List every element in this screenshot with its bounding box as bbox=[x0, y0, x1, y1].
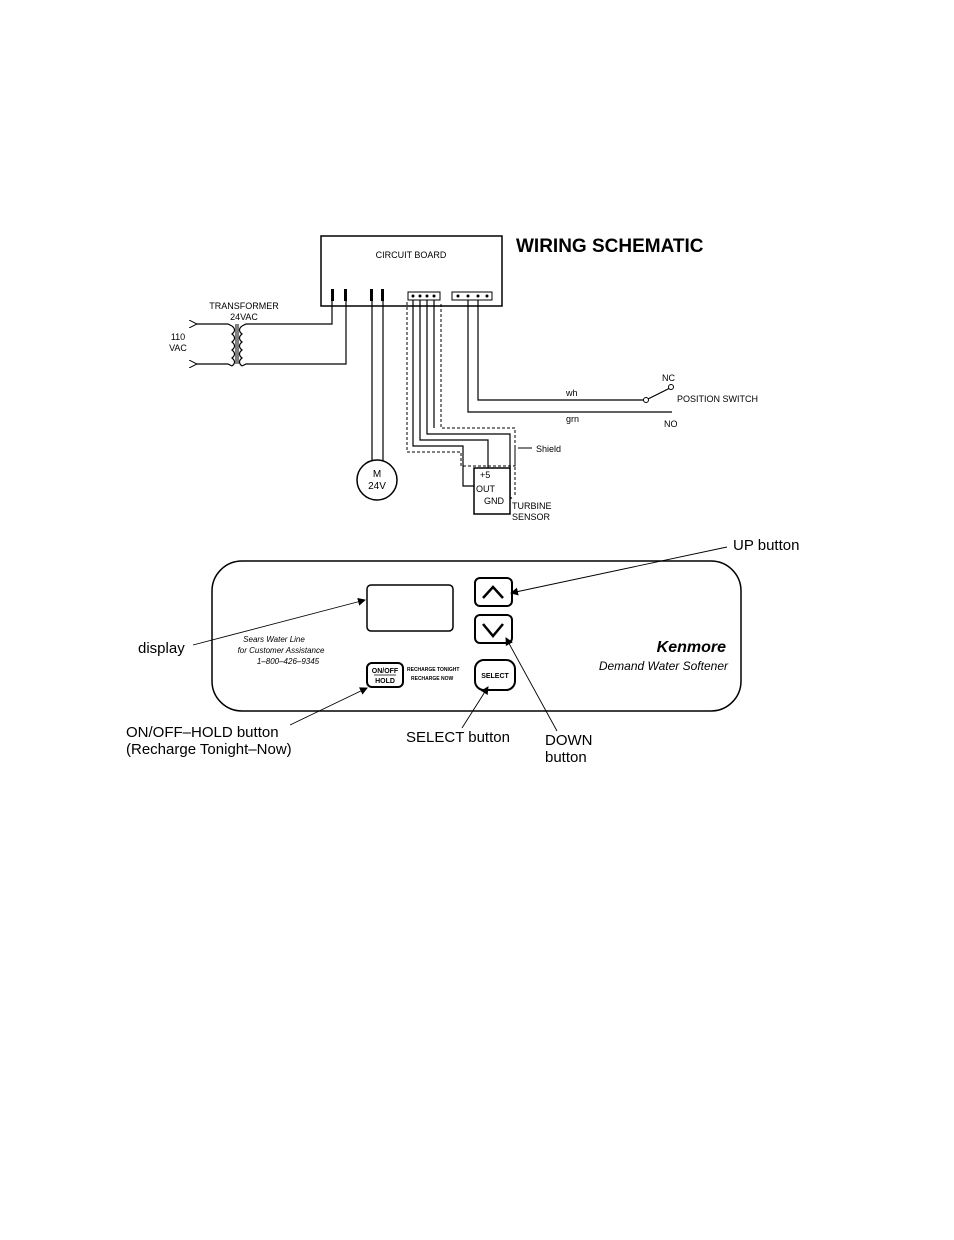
hold-text: HOLD bbox=[375, 678, 395, 685]
green-wire bbox=[467, 300, 672, 413]
motor: M 24V bbox=[356, 301, 398, 501]
sensor-plus5: +5 bbox=[480, 470, 490, 480]
motor-letter: M bbox=[373, 469, 381, 480]
brand-name: Kenmore bbox=[657, 639, 726, 656]
up-button[interactable] bbox=[474, 577, 513, 607]
transformer: TRANSFORMER 24VAC 110 VAC bbox=[169, 301, 347, 367]
chevron-up-icon bbox=[482, 585, 504, 599]
callouts: UP button display ON/OFF–HOLD button (Re… bbox=[126, 537, 799, 766]
turbine-label: TURBINE bbox=[512, 501, 552, 511]
terminal-post bbox=[344, 289, 347, 301]
switch-contact bbox=[643, 397, 649, 403]
transformer-wire bbox=[241, 301, 333, 327]
transformer-voltage-label: 24VAC bbox=[230, 312, 258, 322]
recharge-now-text: RECHARGE NOW bbox=[411, 676, 454, 682]
chevron-down-icon bbox=[482, 623, 504, 638]
primary-coil bbox=[231, 325, 236, 367]
sensor-wire bbox=[412, 300, 474, 487]
sears-line-2: for Customer Assistance bbox=[238, 646, 325, 655]
shield-label: Shield bbox=[536, 444, 561, 454]
control-panel: Sears Water Line for Customer Assistance… bbox=[211, 560, 742, 712]
green-wire-label: grn bbox=[566, 414, 579, 424]
wiring-schematic: WIRING SCHEMATIC CIRCUIT BOARD TRAN bbox=[169, 235, 758, 522]
terminal-post bbox=[331, 289, 334, 301]
ac-input-lead bbox=[196, 324, 233, 326]
on-off-hold-callout-line-1: ON/OFF–HOLD button bbox=[126, 724, 279, 741]
recharge-tonight-text: RECHARGE TONIGHT bbox=[407, 667, 459, 673]
schematic-title: WIRING SCHEMATIC bbox=[516, 236, 704, 257]
up-button-callout: UP button bbox=[733, 537, 799, 554]
transformer-label: TRANSFORMER bbox=[209, 301, 279, 311]
normally-closed-label: NC bbox=[662, 373, 675, 383]
input-voltage-unit: VAC bbox=[169, 343, 187, 353]
select-text: SELECT bbox=[481, 673, 509, 680]
sensor-out: OUT bbox=[476, 484, 496, 494]
white-wire bbox=[477, 300, 644, 401]
down-button-callout-line-2: button bbox=[545, 749, 587, 766]
select-leader bbox=[461, 686, 489, 729]
display-callout: display bbox=[138, 640, 185, 657]
on-off-hold-callout-line-2: (Recharge Tonight–Now) bbox=[126, 741, 292, 758]
sears-line-1: Sears Water Line bbox=[243, 635, 305, 644]
display-leader bbox=[192, 597, 366, 646]
sensor-connector bbox=[407, 291, 441, 301]
ac-input-lead bbox=[196, 364, 233, 366]
sensor-wire bbox=[419, 300, 489, 468]
on-off-text: ON/OFF bbox=[372, 668, 399, 675]
sensor-gnd: GND bbox=[484, 496, 505, 506]
on-off-leader bbox=[289, 687, 368, 726]
sensor-box bbox=[473, 467, 511, 515]
normally-open-label: NO bbox=[664, 419, 678, 429]
product-name: Demand Water Softener bbox=[599, 659, 729, 673]
down-button-callout-line-1: DOWN bbox=[545, 732, 593, 749]
select-button[interactable]: SELECT bbox=[474, 659, 516, 691]
sensor-label: SENSOR bbox=[512, 512, 551, 522]
down-leader bbox=[505, 637, 558, 732]
up-leader bbox=[510, 546, 728, 596]
motor-voltage: 24V bbox=[368, 481, 386, 492]
position-switch: wh grn NC NO POSITION SWITCH bbox=[467, 300, 758, 429]
select-button-callout: SELECT button bbox=[406, 729, 510, 746]
input-voltage-number: 110 bbox=[171, 332, 185, 342]
turbine-sensor: Shield +5 OUT GND TURBINE SENSOR bbox=[406, 300, 561, 522]
sears-line-3: 1–800–426–9345 bbox=[257, 657, 320, 666]
secondary-coil bbox=[238, 325, 243, 367]
transformer-wire bbox=[241, 301, 347, 367]
on-off-hold-button[interactable]: ON/OFF HOLD bbox=[366, 662, 404, 688]
white-wire-label: wh bbox=[565, 388, 578, 398]
terminal-post bbox=[381, 289, 384, 301]
down-button[interactable] bbox=[474, 614, 513, 644]
shield-outline bbox=[406, 302, 516, 467]
switch-lever bbox=[647, 387, 671, 400]
switch-connector bbox=[451, 291, 493, 301]
position-switch-label: POSITION SWITCH bbox=[677, 394, 758, 404]
motor-symbol bbox=[356, 459, 398, 501]
circuit-board-label: CIRCUIT BOARD bbox=[376, 250, 447, 260]
terminal-post bbox=[370, 289, 373, 301]
switch-contact bbox=[668, 384, 674, 390]
display bbox=[366, 584, 454, 632]
circuit-board: CIRCUIT BOARD bbox=[320, 235, 503, 307]
